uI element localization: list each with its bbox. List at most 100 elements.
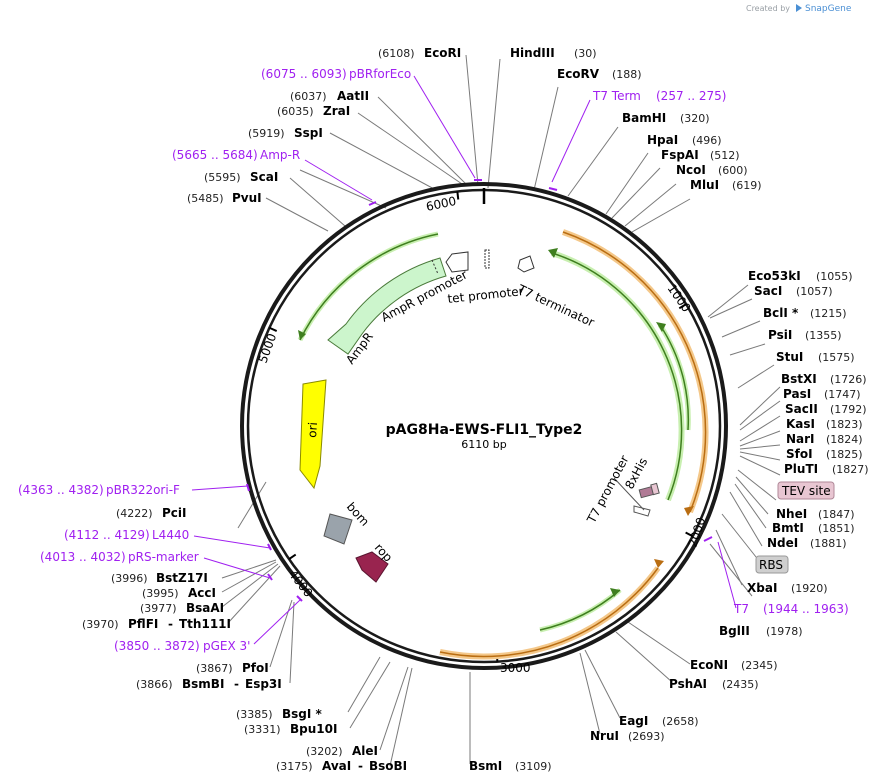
svg-text:(1881): (1881) <box>810 537 847 550</box>
tet-promoter-label: tet promoter <box>447 284 524 306</box>
svg-text:(3850 .. 3872): (3850 .. 3872) <box>114 639 200 653</box>
site-pluti[interactable]: PluTI <box>784 462 818 476</box>
site-nhei[interactable]: NheI <box>776 507 807 521</box>
enzyme-labels-left: (6108) EcoRI (6037) AatII (6035) ZraI (5… <box>82 46 461 773</box>
site-hindiii[interactable]: HindIII <box>510 46 555 60</box>
tev-site-box <box>777 481 835 500</box>
site-pvui[interactable]: PvuI <box>232 191 262 205</box>
site-bcli[interactable]: BclI * <box>763 306 799 320</box>
site-kasi[interactable]: KasI <box>786 417 815 431</box>
site-saci[interactable]: SacI <box>754 284 782 298</box>
svg-text:(3202): (3202) <box>306 745 343 758</box>
site-nrui[interactable]: NruI <box>590 729 619 743</box>
site-ecori[interactable]: EcoRI <box>424 46 461 60</box>
site-bmti[interactable]: BmtI <box>772 521 804 535</box>
boxed-labels: TEV site RBS <box>755 481 835 574</box>
primer-t7-term[interactable]: T7 Term <box>592 89 641 103</box>
t7-terminator-mark <box>517 255 535 273</box>
svg-text:(2345): (2345) <box>741 659 778 672</box>
primer-l4440[interactable]: L4440 <box>152 528 189 542</box>
site-fspai[interactable]: FspAI <box>661 148 699 162</box>
svg-text:(2658): (2658) <box>662 715 699 728</box>
primer-pgex-3[interactable]: pGEX 3' <box>203 639 250 653</box>
site-eagi[interactable]: EagI <box>619 714 648 728</box>
site-ndei[interactable]: NdeI <box>767 536 798 550</box>
ori-label: ori <box>305 422 320 439</box>
site-xbai[interactable]: XbaI <box>747 581 777 595</box>
svg-text:(3385): (3385) <box>236 708 273 721</box>
site-stui[interactable]: StuI <box>776 350 803 364</box>
site-pfoi[interactable]: PfoI <box>242 661 269 675</box>
site-sspi[interactable]: SspI <box>294 126 323 140</box>
site-sacii[interactable]: SacII <box>785 402 818 416</box>
plasmid-size: 6110 bp <box>461 438 506 451</box>
site-mlui[interactable]: MluI <box>690 178 719 192</box>
primer-pbr322ori-f[interactable]: pBR322ori-F <box>106 483 180 497</box>
svg-text:(2693): (2693) <box>628 730 665 743</box>
svg-text:(1827): (1827) <box>832 463 869 476</box>
svg-text:(4363 .. 4382): (4363 .. 4382) <box>18 483 104 497</box>
site-bsgi[interactable]: BsgI * <box>282 707 323 721</box>
svg-text:(1847): (1847) <box>818 508 855 521</box>
svg-text:(1055): (1055) <box>816 270 853 283</box>
tick-5000 <box>269 326 278 333</box>
site-avai[interactable]: AvaI <box>322 759 351 773</box>
rbs-label[interactable]: RBS <box>759 558 783 572</box>
site-pasi[interactable]: PasI <box>783 387 811 401</box>
svg-text:(4222): (4222) <box>116 507 153 520</box>
site-bsobi[interactable]: BsoBI <box>369 759 407 773</box>
svg-text:(3867): (3867) <box>196 662 233 675</box>
site-eco53ki[interactable]: Eco53kI <box>748 269 801 283</box>
svg-text:(1978): (1978) <box>766 625 803 638</box>
site-bstxi[interactable]: BstXI <box>781 372 817 386</box>
svg-text:(1823): (1823) <box>826 418 863 431</box>
site-bpu10i[interactable]: Bpu10I <box>290 722 337 736</box>
svg-text:(6035): (6035) <box>277 105 314 118</box>
site-scai[interactable]: ScaI <box>250 170 278 184</box>
primer-prs-marker[interactable]: pRS-marker <box>128 550 199 564</box>
site-esp3i[interactable]: Esp3I <box>245 677 282 691</box>
svg-text:(1355): (1355) <box>805 329 842 342</box>
primer-labels: (6075 .. 6093) pBRforEco T7 Term (257 ..… <box>18 67 849 653</box>
svg-text:(1057): (1057) <box>796 285 833 298</box>
site-ncoi[interactable]: NcoI <box>676 163 706 177</box>
site-bstz17i[interactable]: BstZ17I <box>156 571 208 585</box>
tev-site-label[interactable]: TEV site <box>781 484 831 498</box>
site-zrai[interactable]: ZraI <box>323 104 350 118</box>
site-acci[interactable]: AccI <box>188 586 216 600</box>
site-ecorv[interactable]: EcoRV <box>557 67 600 81</box>
ampr-promoter-arrow <box>445 251 469 273</box>
svg-text:(3109): (3109) <box>515 760 552 773</box>
site-alei[interactable]: AleI <box>352 744 378 758</box>
site-psii[interactable]: PsiI <box>768 328 792 342</box>
svg-text:(1824): (1824) <box>826 433 863 446</box>
site-econi[interactable]: EcoNI <box>690 658 728 672</box>
site-bsmi[interactable]: BsmI <box>469 759 502 773</box>
primer-amp-r[interactable]: Amp-R <box>260 148 300 162</box>
primer-t7[interactable]: T7 <box>733 602 749 616</box>
site-nari[interactable]: NarI <box>786 432 815 446</box>
svg-text:(188): (188) <box>612 68 642 81</box>
svg-text:(5919): (5919) <box>248 127 285 140</box>
site-bsaai[interactable]: BsaAI <box>186 601 224 615</box>
svg-text:(1851): (1851) <box>818 522 855 535</box>
tick-label-2000: 2000 <box>686 516 709 549</box>
svg-text:(1575): (1575) <box>818 351 855 364</box>
site-hpai[interactable]: HpaI <box>647 133 678 147</box>
svg-text:(30): (30) <box>574 47 597 60</box>
site-pflfi[interactable]: PflFI <box>128 617 158 631</box>
site-tth111i[interactable]: Tth111I <box>179 617 231 631</box>
site-bsmbi[interactable]: BsmBI <box>182 677 224 691</box>
site-sfoi[interactable]: SfoI <box>786 447 813 461</box>
site-pcii[interactable]: PciI <box>162 506 187 520</box>
snapgene-logo-icon <box>796 4 802 12</box>
site-aatii[interactable]: AatII <box>337 89 369 103</box>
plasmid-name: pAG8Ha-EWS-FLI1_Type2 <box>386 422 583 438</box>
primer-pbrforeco[interactable]: pBRforEco <box>349 67 411 81</box>
svg-text:(619): (619) <box>732 179 762 192</box>
site-bglii[interactable]: BglII <box>719 624 750 638</box>
svg-text:-: - <box>168 617 173 631</box>
site-bamhi[interactable]: BamHI <box>622 111 666 125</box>
site-pshai[interactable]: PshAI <box>669 677 707 691</box>
